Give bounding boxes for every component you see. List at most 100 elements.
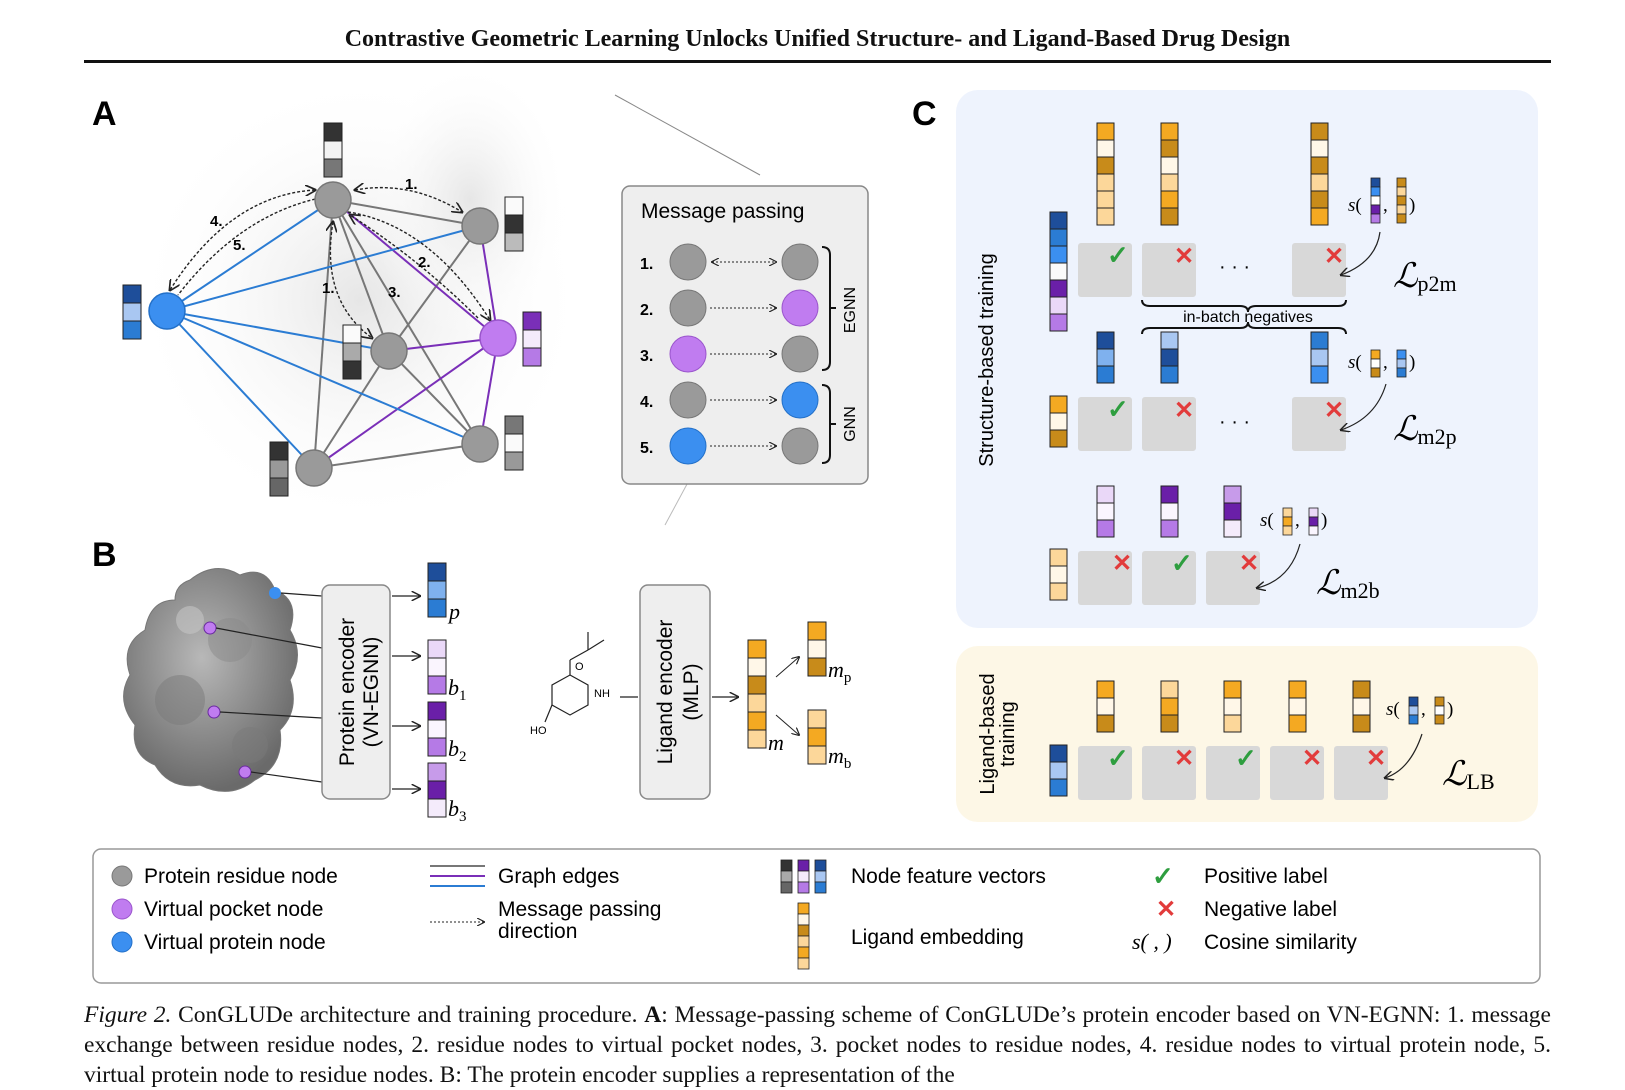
ligand-molecule [544, 632, 605, 723]
p2m-sim-vectors [1370, 177, 1407, 224]
pocket-node [479, 319, 517, 357]
p2m-vectors [1049, 122, 1329, 332]
m2p-cells [1078, 397, 1346, 451]
svg-text:2.: 2. [640, 302, 653, 319]
lb-sim-comma: , [1421, 699, 1426, 720]
atom-ho: HO [530, 725, 547, 737]
m2p-sim: s( [1348, 352, 1362, 373]
output-m: m [768, 730, 784, 755]
header-title: Contrastive Geometric Learning Unlocks U… [344, 26, 1291, 52]
m2p-sim-comma: , [1383, 352, 1388, 373]
edge-step-1: 1. [405, 176, 418, 193]
ligand-training-title-1: Ligand-based [977, 673, 999, 794]
p2m-cells [1078, 243, 1346, 297]
graph-edges [166, 199, 499, 469]
message-passing-title: Message passing [641, 200, 804, 223]
legend-residue-icon [111, 865, 133, 887]
caption-bold-a: A [644, 1002, 662, 1028]
panel-c-label: C [912, 95, 937, 133]
m2b-check: ✓ [1171, 548, 1193, 578]
residue-node [461, 425, 499, 463]
panel-a-label: A [92, 95, 117, 133]
residue-node [461, 207, 499, 245]
graph-nodes [148, 181, 517, 487]
residue-node [314, 181, 352, 219]
legend-cosine: Cosine similarity [1204, 931, 1357, 954]
m2b-sim: s( [1260, 510, 1274, 531]
legend-feature: Node feature vectors [851, 865, 1046, 888]
m2b-vectors [1049, 485, 1242, 601]
protein-surface-shadow-2 [370, 60, 570, 340]
legend-cosine-icon: s( , ) [1132, 929, 1172, 954]
lb-cross: ✕ [1174, 745, 1194, 772]
m2b-sim-vectors [1282, 507, 1319, 536]
message-passing-box [621, 185, 869, 485]
ligand-embedding-mp [807, 621, 827, 677]
m2p-sim-close: ) [1409, 352, 1415, 373]
m2p-sim-vectors [1370, 349, 1407, 378]
in-batch-brace [1141, 299, 1347, 313]
p2m-sim: s( [1348, 195, 1362, 216]
atom-o: O [575, 661, 584, 673]
gnn-label: GNN [842, 406, 859, 442]
m2p-cross: ✕ [1324, 397, 1344, 424]
ligand-embedding-m [747, 639, 767, 749]
p2m-curve [1341, 231, 1381, 275]
panel-b-label: B [92, 536, 117, 574]
output-mp: mp [828, 657, 851, 686]
protein-surface [123, 568, 298, 792]
legend-mp-1: Message passing [498, 898, 661, 921]
legend-feature-icon [780, 859, 827, 894]
svg-text:3.: 3. [640, 348, 653, 365]
m2b-curve [1257, 543, 1301, 588]
message-passing-rows: 1. 2. 3. 4. 5. EGNN GNN [640, 243, 859, 465]
residue-node [370, 332, 408, 370]
m2p-cross: ✕ [1174, 397, 1194, 424]
node-feature-vectors-a [122, 122, 542, 497]
legend-positive: Positive label [1204, 865, 1328, 888]
legend-mp-2: direction [498, 920, 577, 943]
legend-ligand: Ligand embedding [851, 926, 1024, 949]
svg-text:1.: 1. [640, 256, 653, 273]
in-batch-label: in-batch negatives [1183, 309, 1313, 326]
ligand-training-title-2: training [997, 701, 1019, 767]
m2b-cross: ✕ [1112, 550, 1132, 577]
lb-vectors [1049, 680, 1371, 797]
structure-training-bg [956, 90, 1538, 628]
lb-sim-close: ) [1447, 699, 1453, 720]
protein-encoder-label-1: Protein encoder [336, 618, 359, 766]
svg-text:5.: 5. [640, 440, 653, 457]
vprotein-node [148, 292, 186, 330]
lb-cells [1078, 746, 1388, 800]
lb-cross: ✕ [1366, 745, 1386, 772]
lb-curve [1385, 733, 1423, 778]
svg-text:4.: 4. [640, 394, 653, 411]
protein-encoder-box [321, 584, 391, 800]
m2p-check: ✓ [1107, 394, 1129, 424]
m2p-curve [1341, 383, 1387, 430]
page-header: Contrastive Geometric Learning Unlocks U… [84, 26, 1551, 63]
m2p-vectors [1049, 331, 1329, 448]
arrow-to-mb [775, 714, 799, 735]
egnn-label: EGNN [842, 287, 859, 333]
in-batch-brace-2 [1141, 321, 1347, 335]
loss-m2b: ℒm2b [1316, 565, 1380, 603]
b-pocket-node [207, 705, 221, 719]
legend-negative: Negative label [1204, 898, 1337, 921]
b-vprotein-node [269, 587, 281, 599]
protein-encoder-arrows [392, 596, 420, 789]
atom-nh: NH [594, 688, 610, 700]
m2p-dots: · · · [1219, 411, 1250, 433]
lb-sim-vectors [1408, 696, 1445, 725]
caption-text-1c: : Message-passing scheme of ConGLUDe’s p… [661, 1002, 1321, 1028]
protein-encoder-label-2: (VN-EGNN) [360, 637, 383, 748]
ligand-embedding-mb [807, 709, 827, 765]
loss-lb: ℒLB [1442, 756, 1495, 794]
loss-p2m: ℒp2m [1393, 258, 1457, 296]
caption-fig-label: Figure 2. [84, 1002, 172, 1028]
legend-vprotein-icon [111, 931, 133, 953]
ligand-encoder-box [639, 584, 711, 800]
m2b-sim-comma: , [1295, 510, 1300, 531]
lb-sim: s( [1386, 699, 1400, 720]
p2m-cross: ✕ [1324, 243, 1344, 270]
